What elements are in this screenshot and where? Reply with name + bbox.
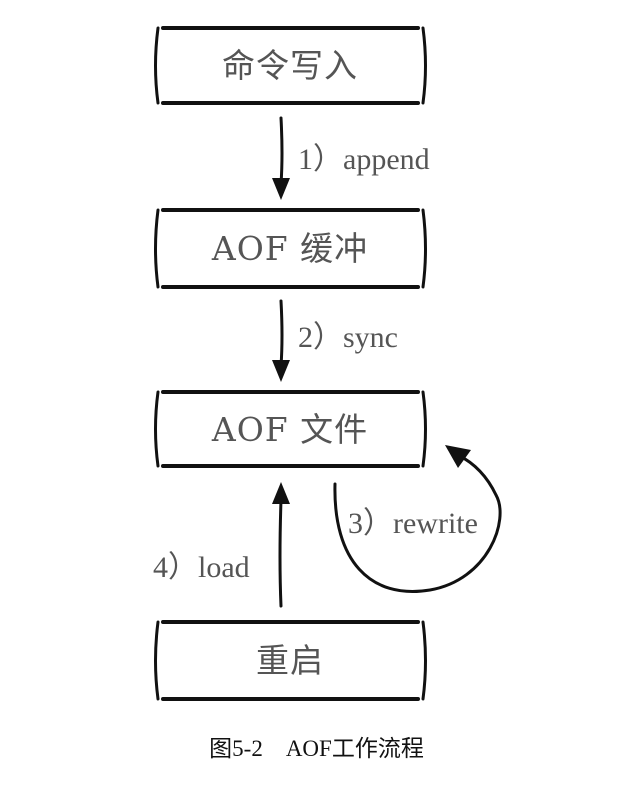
box-restart-label: 重启: [256, 641, 324, 680]
edge-label-sync: 2）sync: [298, 321, 398, 354]
arrow-sync: [272, 299, 290, 382]
box-command-write: 命令写入: [154, 26, 427, 105]
box-restart: 重启: [154, 620, 427, 701]
arrow-rewrite: [333, 445, 502, 593]
box-aof-buffer: AOF 缓冲: [154, 208, 427, 289]
box-aof-file-label: AOF 文件: [211, 410, 368, 449]
box-aof-buffer-label: AOF 缓冲: [211, 229, 368, 268]
figure-caption: 图5-2 AOF工作流程: [209, 736, 424, 761]
box-command-write-label: 命令写入: [222, 46, 358, 85]
edge-label-load: 4）load: [153, 551, 250, 584]
arrow-load: [272, 482, 290, 608]
edge-label-append: 1）append: [298, 143, 430, 176]
arrow-append: [272, 116, 290, 200]
edge-label-rewrite: 3）rewrite: [348, 507, 478, 540]
box-aof-file: AOF 文件: [154, 390, 427, 468]
